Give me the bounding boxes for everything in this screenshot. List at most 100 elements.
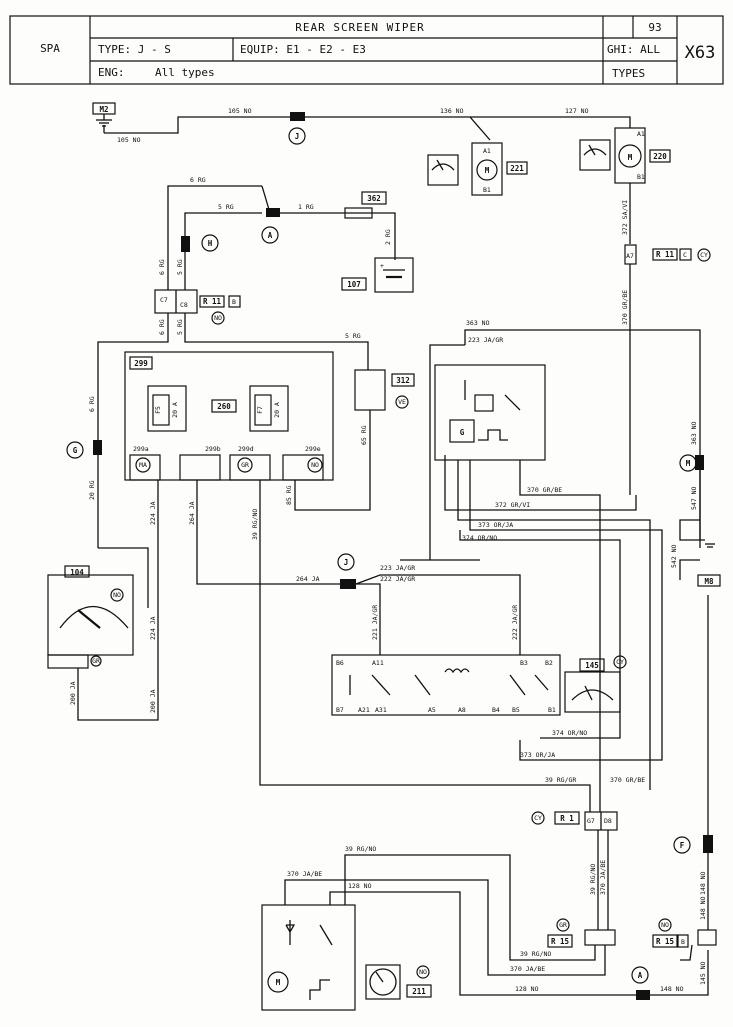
svg-text:299: 299: [134, 359, 148, 368]
relay-r11-right: A7 R 11 C CY: [624, 244, 711, 265]
wire-label: 105 NO: [117, 136, 141, 144]
wire-label: 148 NO: [699, 871, 707, 895]
svg-text:362: 362: [367, 194, 381, 203]
ground-m2: M2: [92, 102, 116, 127]
wire-label: 222 JA/GR: [511, 605, 519, 640]
svg-text:A1: A1: [637, 130, 645, 138]
wire-label: 373 OR/JA: [520, 751, 555, 759]
wire-label: 200 JA: [149, 689, 157, 713]
svg-text:B5: B5: [512, 706, 520, 714]
svg-text:A: A: [638, 971, 643, 980]
title-block: REAR SCREEN WIPER 93 SPA TYPE: J - S EQU…: [9, 15, 724, 85]
svg-text:107: 107: [347, 280, 361, 289]
svg-text:A7: A7: [626, 252, 634, 260]
wire-label: 542 NO: [670, 544, 678, 568]
svg-text:NO: NO: [113, 591, 121, 599]
connector-h: H: [201, 234, 219, 252]
svg-text:M2: M2: [99, 105, 108, 114]
wire-label: 370 JA/BE: [599, 860, 607, 895]
connector-block: [290, 112, 305, 121]
connector-block: [703, 835, 713, 853]
svg-text:A31: A31: [375, 706, 387, 714]
svg-text:M: M: [686, 459, 691, 468]
svg-text:B2: B2: [545, 659, 553, 667]
battery-107: + 107: [341, 257, 414, 293]
connector-g: G: [66, 441, 84, 459]
svg-text:R 1: R 1: [560, 814, 574, 823]
page-number: 93: [648, 21, 661, 34]
wire-label: 148 NO: [699, 896, 707, 920]
wire-label: 39 RG/NO: [589, 864, 597, 895]
svg-text:M: M: [276, 978, 281, 987]
wire-label: 374 OR/NO: [552, 729, 587, 737]
wire-label: 373 OR/JA: [478, 521, 513, 529]
relay-r1: CY R 1 G7 D8: [531, 811, 618, 831]
connector-block: [636, 990, 650, 1000]
svg-text:R 11: R 11: [656, 250, 675, 259]
svg-text:R 15: R 15: [551, 937, 569, 946]
svg-text:B: B: [232, 298, 236, 306]
wire-label: 5 RG: [176, 259, 184, 275]
connector-block: [181, 236, 190, 252]
connector-f: F: [673, 836, 691, 854]
svg-text:260: 260: [217, 402, 231, 411]
svg-text:GR: GR: [241, 461, 249, 469]
svg-text:C: C: [683, 251, 687, 259]
diagram-code: X63: [685, 43, 716, 63]
wire-label: 128 NO: [348, 882, 372, 890]
wire-label: 372 GR/VI: [495, 501, 530, 509]
svg-text:CY: CY: [616, 658, 624, 666]
svg-text:MA: MA: [139, 461, 147, 469]
svg-text:R 15: R 15: [656, 937, 674, 946]
svg-text:20 A: 20 A: [273, 402, 281, 418]
svg-text:B1: B1: [483, 186, 491, 194]
connector-j-top: J: [288, 127, 306, 145]
svg-text:299d: 299d: [238, 445, 254, 453]
svg-text:C8: C8: [180, 301, 188, 309]
wire-label: 105 NO: [228, 107, 252, 115]
relay-r11-top: C7 C8 R 11 B NO: [154, 289, 241, 325]
svg-text:+: +: [380, 262, 384, 270]
wire-label: 127 NO: [565, 107, 589, 115]
connector-block: [340, 579, 356, 589]
wire-label: 6 RG: [158, 259, 166, 275]
type-label: TYPE: J - S: [98, 43, 171, 56]
svg-text:M: M: [628, 153, 633, 162]
svg-text:GR: GR: [559, 921, 567, 929]
svg-text:B4: B4: [492, 706, 500, 714]
svg-text:221: 221: [510, 164, 524, 173]
svg-text:M8: M8: [704, 577, 714, 586]
wire-label: 224 JA: [149, 616, 157, 640]
connector-block: [695, 455, 704, 470]
svg-text:299e: 299e: [305, 445, 321, 453]
ground-m8: M8: [697, 543, 721, 587]
wire-label: 136 NO: [440, 107, 464, 115]
relay-r15-left: GR R 15: [547, 918, 616, 948]
wire-label: 2 RG: [384, 229, 392, 245]
wire-label: 372 SA/VI: [621, 200, 629, 235]
ghi-label: GHI: ALL: [607, 43, 660, 56]
wire-label: 39 RG/NO: [251, 509, 259, 540]
svg-text:A: A: [268, 231, 273, 240]
connector-block: [93, 440, 102, 455]
component-312: 312 VE: [354, 369, 415, 411]
svg-text:CY: CY: [700, 251, 708, 259]
wiper-motor-220: M A1 B1 220: [579, 127, 671, 184]
wire-labels: 105 NO 105 NO 136 NO 127 NO 6 RG 5 RG 1 …: [69, 107, 707, 993]
svg-text:J: J: [295, 132, 300, 141]
fuse-362: 362: [344, 191, 387, 219]
wire-label: 39 RG/NO: [345, 845, 376, 853]
wire-label: 264 JA: [296, 575, 320, 583]
wire-label: 85 RG: [285, 485, 293, 505]
wire-label: 224 JA: [149, 501, 157, 525]
svg-text:H: H: [208, 239, 213, 248]
wire-label: 547 NO: [690, 486, 698, 510]
connector-j-middle: J: [337, 553, 355, 571]
switch-145: B6 B7 A11 A21 A31 A5 A8 B4 B3 B2 B5 B1 1…: [331, 654, 627, 716]
wire-label: 363 NO: [690, 421, 698, 445]
svg-text:CY: CY: [534, 814, 542, 822]
wire-label: 223 JA/GR: [468, 336, 503, 344]
connector-a-bottom: A: [631, 966, 649, 984]
wire-label: 221 JA/GR: [371, 605, 379, 640]
svg-text:B1: B1: [637, 173, 645, 181]
